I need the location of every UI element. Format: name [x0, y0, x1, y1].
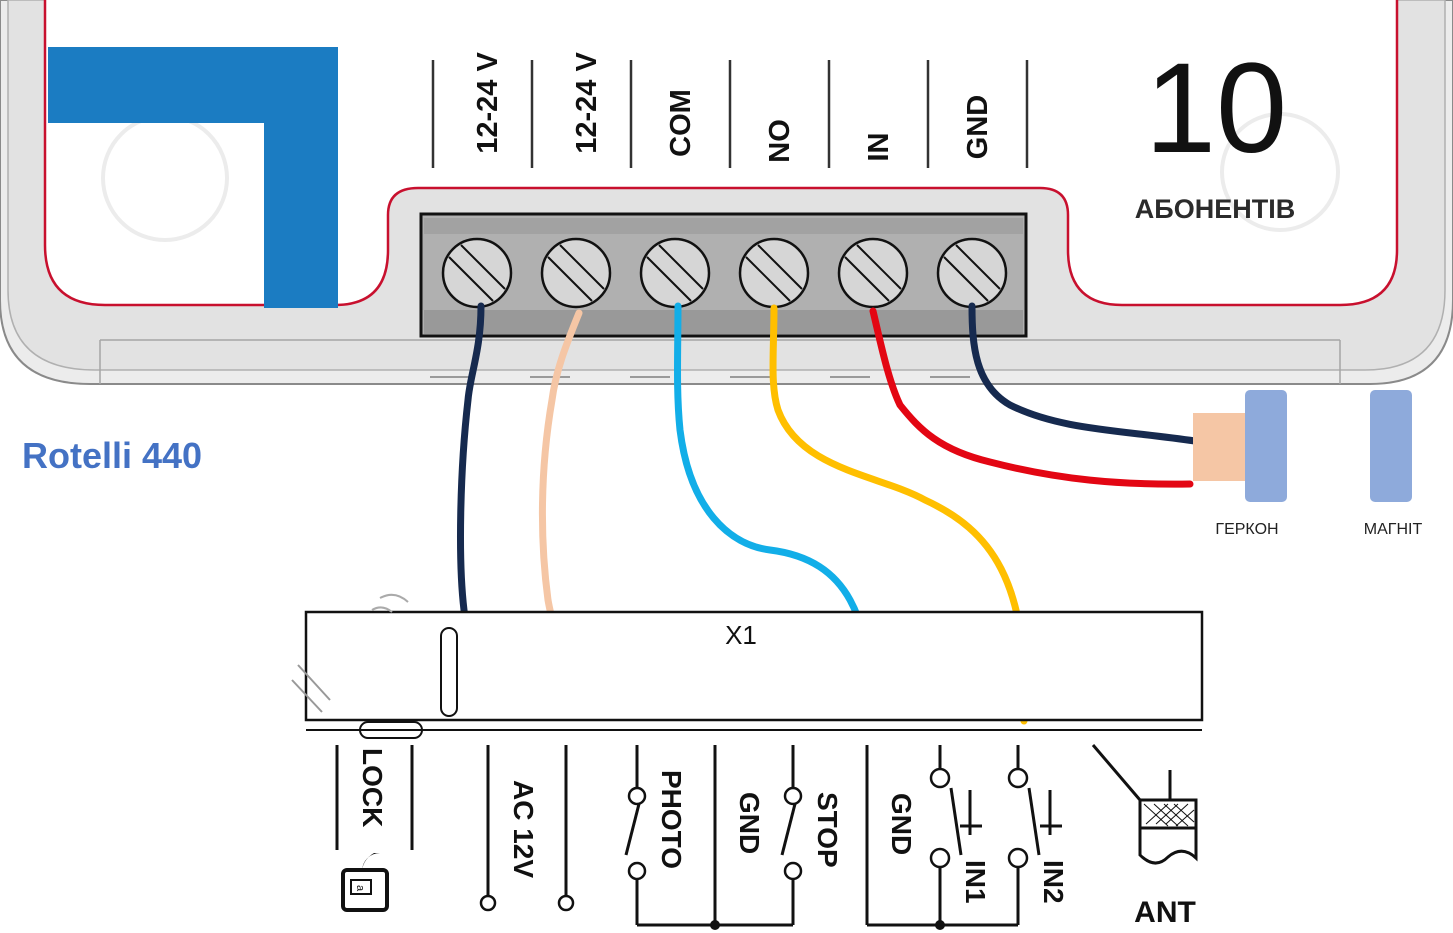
controller-label-ant: ANT: [1134, 896, 1196, 929]
terminal-screw: [837, 237, 909, 309]
padlock-icon: a: [341, 853, 389, 912]
magnet-label: МАГНІТ: [1364, 521, 1423, 538]
brand-logo: [48, 47, 338, 308]
terminal-label-in: IN: [863, 133, 895, 162]
svg-text:a: a: [354, 885, 366, 892]
controller-label-gnd-1: GND: [734, 792, 765, 854]
controller-label-photo: PHOTO: [656, 770, 687, 869]
connector-label-x1: X1: [725, 620, 757, 650]
terminal-block: [419, 212, 1028, 338]
magnet: [1370, 390, 1412, 502]
reed-switch: [1193, 390, 1287, 502]
wire-navy-gnd: [968, 302, 1199, 445]
junction-dot: [710, 920, 720, 930]
controller-label-in1: IN1: [960, 860, 991, 904]
terminal-screw: [639, 237, 711, 309]
terminal-screws: [441, 237, 1008, 309]
controller-label-in2: IN2: [1038, 860, 1069, 904]
terminal-screw: [540, 237, 612, 309]
device-housing: [0, 0, 1453, 385]
terminal-label-no: NO: [764, 119, 796, 163]
terminal-screw: [738, 237, 810, 309]
terminal-screw: [441, 237, 513, 309]
controller-label-ac12v: AC 12V: [508, 780, 539, 878]
terminal-label-com: COM: [665, 89, 697, 157]
controller-label-stop: STOP: [812, 792, 843, 868]
controller-label-gnd-2: GND: [886, 793, 917, 855]
controller-board: [291, 593, 1204, 739]
model-name: Rotelli 440: [22, 435, 202, 476]
terminal-label-gnd: GND: [962, 95, 994, 159]
junction-dot: [935, 920, 945, 930]
terminal-screw: [936, 237, 1008, 309]
wire-amber-no: [769, 304, 1029, 725]
antenna-hatch: [1143, 803, 1195, 827]
wire-red-in: [869, 307, 1194, 488]
reed-switch-label: ГЕРКОН: [1215, 521, 1278, 538]
terminal-label-12-24v-2: 12-24 V: [571, 52, 603, 154]
contact-circles: [479, 767, 1029, 912]
subscriber-label: АБОНЕНТІВ: [1135, 194, 1295, 224]
terminal-dividers: [431, 60, 1029, 168]
terminal-label-12-24v-1: 12-24 V: [472, 52, 504, 154]
subscriber-count: 10: [1145, 37, 1287, 180]
controller-label-lock: LOCK: [357, 748, 388, 827]
